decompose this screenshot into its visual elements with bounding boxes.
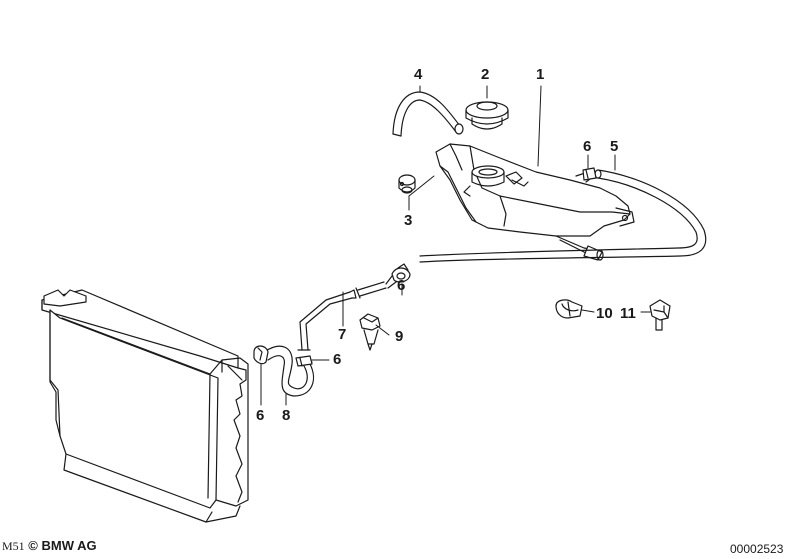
hose-clamp-6d-part — [296, 356, 312, 366]
clip-11-part — [650, 300, 670, 330]
callout-6a: 6 — [583, 138, 592, 155]
plug-3-part — [399, 175, 415, 193]
callout-4: 4 — [414, 66, 423, 83]
diagram-code: 00002523 — [730, 542, 784, 556]
callout-6d: 6 — [256, 407, 265, 424]
leader-lines — [261, 86, 650, 405]
hose-clamp-6a-part — [583, 168, 596, 180]
filler-cap-part — [466, 102, 508, 129]
callout-6c: 6 — [333, 351, 342, 368]
callout-8: 8 — [282, 407, 291, 424]
vent-hose-5-part — [420, 170, 706, 262]
copyright-text: © BMW AG — [28, 538, 97, 553]
clip-10-part — [556, 300, 582, 318]
footer-copyright: M51 © BMW AG — [2, 538, 97, 554]
callout-11: 11 — [620, 305, 636, 322]
callout-5: 5 — [610, 138, 619, 155]
vent-hose-4-part — [393, 92, 463, 136]
hose-7-part — [298, 282, 386, 350]
hose-clamp-6c-part — [254, 346, 268, 364]
hose-8-part — [264, 346, 313, 396]
radiator-part — [42, 290, 248, 522]
model-code: M51 — [2, 539, 25, 553]
callout-9: 9 — [395, 328, 404, 345]
callout-10: 10 — [596, 305, 613, 322]
callout-2: 2 — [481, 66, 490, 83]
callout-7: 7 — [338, 326, 347, 343]
callout-3: 3 — [404, 212, 413, 229]
hose-clamp-6b-part — [386, 264, 410, 288]
callout-1: 1 — [536, 66, 545, 83]
clip-9-part — [360, 314, 380, 350]
callout-6b: 6 — [397, 277, 406, 294]
expansion-tank-part — [436, 144, 634, 260]
